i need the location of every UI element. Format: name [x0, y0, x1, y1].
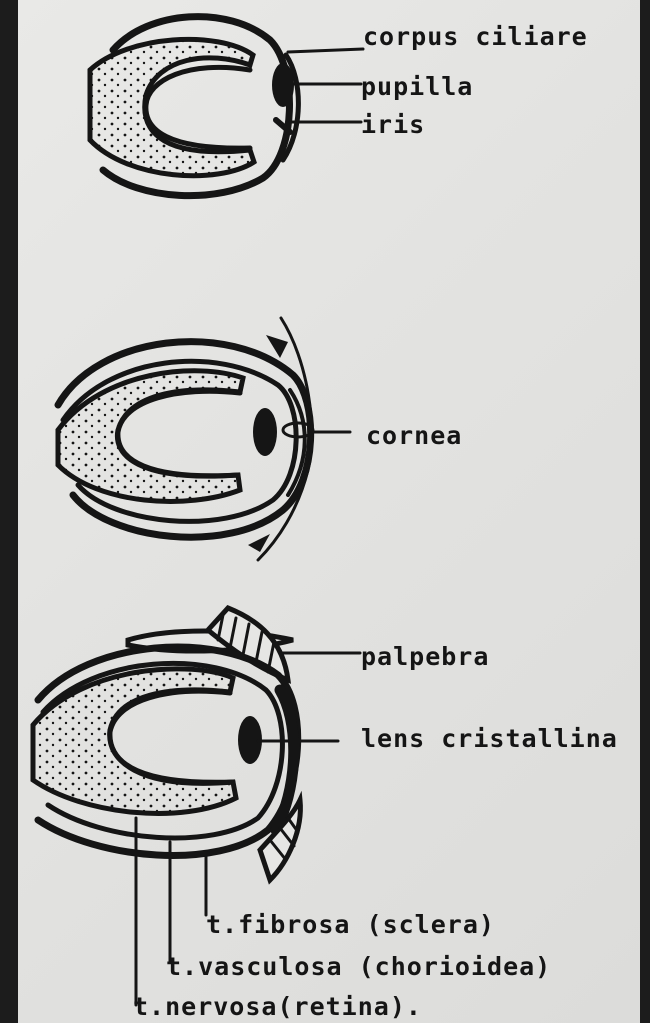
label-palpebra: palpebra: [361, 642, 489, 671]
arrow-up-icon: [266, 335, 288, 358]
label-lens-cristallina: lens cristallina: [361, 724, 618, 753]
eye-stage-3: [33, 608, 360, 1005]
label-t-nervosa: t.nervosa(retina).: [133, 992, 422, 1021]
eye1-inner-cavity: [146, 67, 250, 148]
label-t-vasculosa: t.vasculosa (chorioidea): [166, 952, 551, 981]
diagram-slide: corpus ciliare pupilla iris cornea palpe…: [18, 0, 640, 1023]
eye3-inner-cavity: [110, 691, 233, 782]
label-t-fibrosa: t.fibrosa (sclera): [206, 910, 495, 939]
label-iris: iris: [361, 110, 425, 139]
eye-stage-2: [58, 318, 350, 560]
leader-corpus-ciliare: [288, 49, 363, 52]
label-cornea: cornea: [366, 421, 462, 450]
eye-stage-1: [90, 17, 363, 196]
eye-development-diagram: [18, 0, 640, 1023]
eye2-lens: [253, 408, 277, 456]
label-corpus-ciliare: corpus ciliare: [363, 22, 588, 51]
label-pupilla: pupilla: [361, 72, 473, 101]
eye1-optic-cup-dotted: [90, 39, 254, 175]
